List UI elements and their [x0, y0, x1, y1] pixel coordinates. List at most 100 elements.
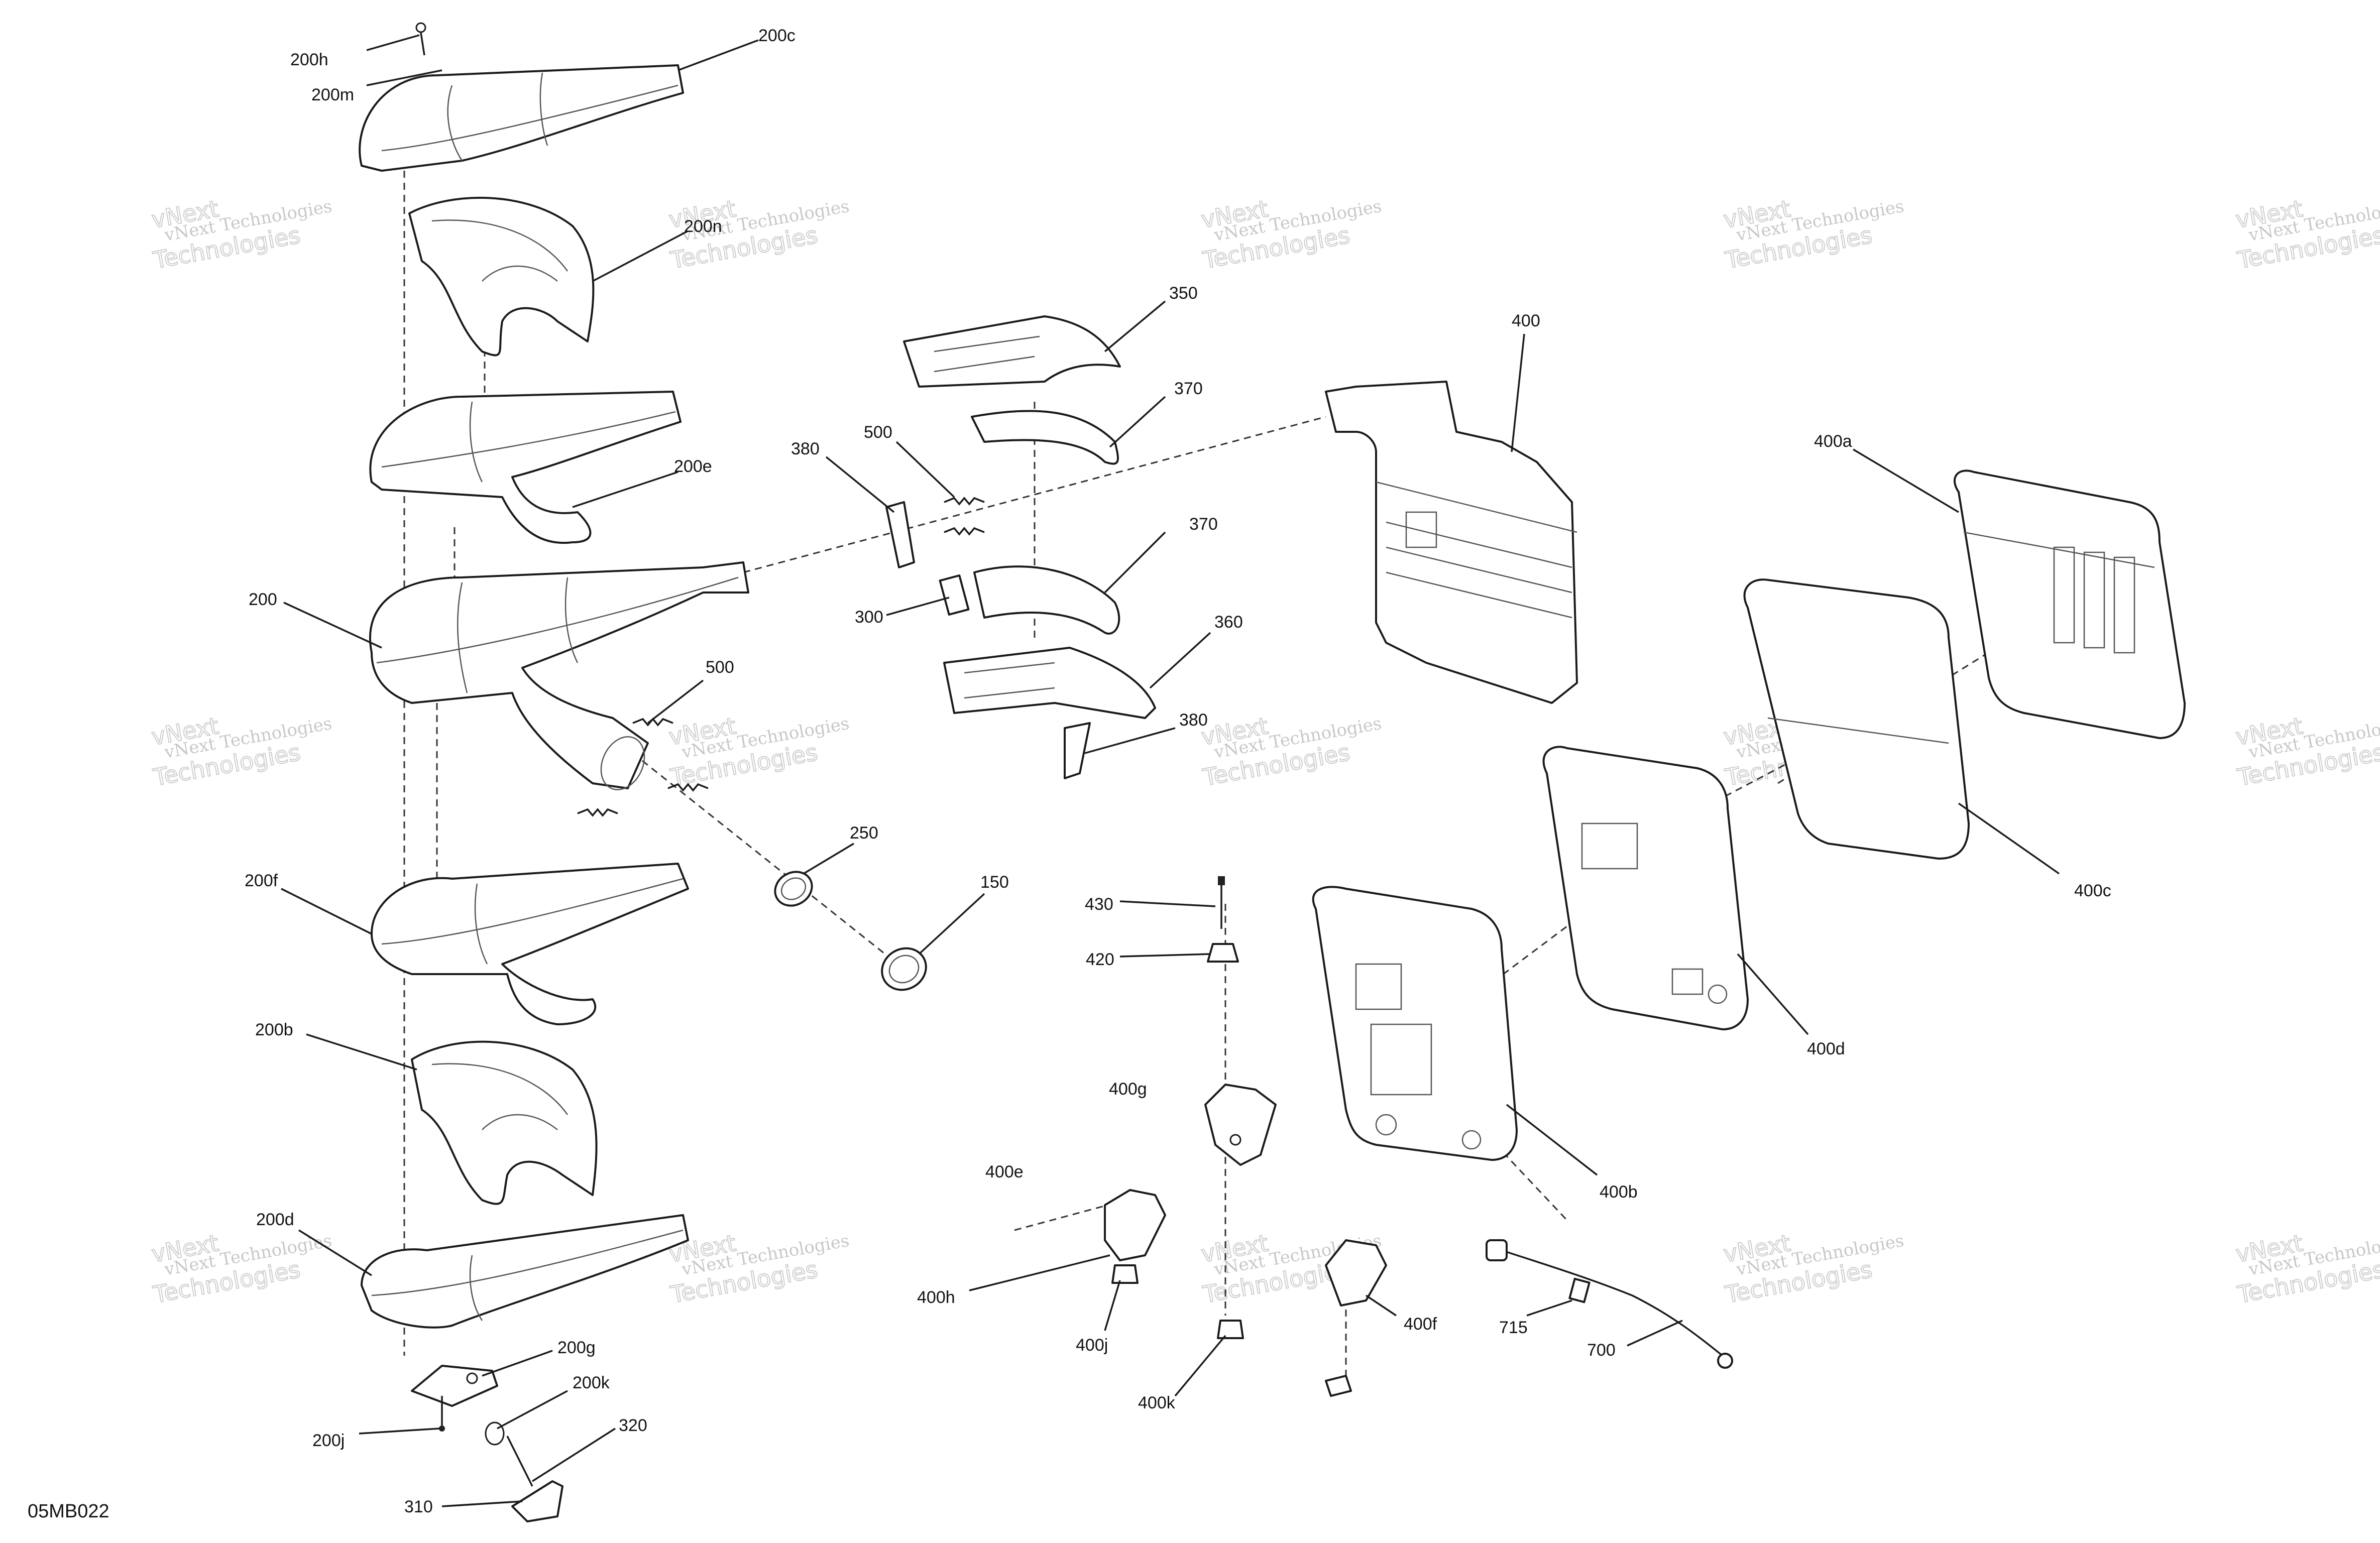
callout-150: 150 — [980, 873, 1009, 892]
leader-line — [306, 1033, 417, 1071]
callout-400j: 400j — [1076, 1336, 1108, 1355]
part-200j-bolt — [439, 1396, 445, 1432]
part-150-gasket — [881, 947, 927, 991]
leader-line — [1084, 727, 1176, 754]
part-400g-bracket — [1204, 1084, 1277, 1166]
watermark: vNext vNext Technologies Technologies — [1721, 1229, 1906, 1309]
part-250-seal — [774, 871, 813, 907]
leader-line — [1526, 1299, 1572, 1317]
callout-715: 715 — [1499, 1318, 1528, 1337]
part-400b-front-shield — [1312, 886, 1518, 1161]
callout-360: 360 — [1214, 613, 1243, 632]
callout-370-upper: 370 — [1174, 379, 1203, 398]
leader-line — [1119, 900, 1216, 907]
watermark: vNext vNext Technologies Technologies — [1721, 194, 1906, 274]
part-200c-upper-shield — [359, 64, 684, 172]
callout-200m: 200m — [311, 85, 354, 104]
leader-line — [825, 456, 895, 513]
leader-line — [1149, 632, 1211, 689]
watermark: vNext vNext Technologies Technologies — [2233, 194, 2380, 274]
part-200b-inner-lower-shield — [411, 1040, 598, 1205]
callout-leaders — [281, 34, 2060, 1507]
callout-400e: 400e — [985, 1162, 1024, 1181]
watermark: vNext vNext Technologies Technologies — [2233, 1229, 2380, 1309]
callout-380-upper: 380 — [791, 439, 820, 458]
leader-line — [895, 441, 955, 498]
part-200g-bracket — [411, 1365, 498, 1407]
watermark: vNext vNext Technologies Technologies — [149, 1229, 334, 1309]
part-360-tailpipe-lower — [943, 647, 1156, 719]
leader-line — [1174, 1335, 1226, 1397]
part-200h-fastener — [415, 22, 426, 56]
assembly-line — [743, 416, 1326, 573]
leader-line — [647, 679, 704, 724]
callout-310: 310 — [404, 1497, 433, 1516]
leader-line — [803, 843, 854, 875]
assembly-line — [632, 752, 904, 970]
leader-line — [677, 39, 759, 71]
leader-line — [1366, 1294, 1397, 1317]
leader-line — [1853, 448, 1959, 513]
callout-320: 320 — [619, 1416, 647, 1435]
leader-line — [572, 471, 678, 508]
figure-id: 05MB022 — [28, 1501, 109, 1522]
callout-400: 400 — [1512, 311, 1540, 330]
leader-line — [482, 1350, 553, 1377]
callout-400h: 400h — [917, 1288, 955, 1307]
part-350-tailpipe-upper — [903, 315, 1121, 388]
watermark: vNext vNext Technologies Technologies — [1199, 194, 1384, 274]
leader-line — [918, 893, 985, 955]
leader-line — [532, 1428, 616, 1482]
callout-500-upper: 500 — [864, 423, 892, 442]
part-200e-lower-shield — [369, 391, 682, 544]
part-320-spring — [506, 1436, 533, 1487]
leader-line — [1511, 333, 1525, 452]
part-420-damper — [1207, 943, 1239, 963]
watermark: vNext vNext Technologies Technologies — [149, 194, 334, 274]
leader-line — [359, 1428, 440, 1435]
part-400c-middle-shield — [1743, 578, 1970, 860]
watermark: vNext vNext Technologies Technologies — [666, 1229, 851, 1309]
part-370-sleeve-lower — [973, 565, 1120, 635]
callout-430: 430 — [1085, 895, 1113, 914]
callout-380-lower: 380 — [1179, 710, 1208, 730]
leader-line — [1737, 953, 1809, 1035]
part-380-clamp-upper — [885, 501, 915, 568]
watermark: vNext vNext Technologies Technologies — [149, 711, 334, 791]
leader-line — [441, 1500, 523, 1507]
callout-400c: 400c — [2074, 881, 2111, 900]
leader-line — [1104, 1280, 1121, 1331]
callout-400f: 400f — [1404, 1315, 1437, 1334]
watermark: vNext vNext Technologies Technologies — [2233, 711, 2380, 791]
callout-400g: 400g — [1109, 1080, 1147, 1099]
leader-line — [1119, 953, 1211, 958]
leader-line — [1627, 1320, 1683, 1347]
part-500-springs-upper — [944, 497, 985, 536]
part-200f-lower-half-shield — [371, 863, 689, 1025]
callout-400a: 400a — [1814, 432, 1852, 451]
part-300-clip — [939, 574, 970, 616]
leader-line — [366, 34, 420, 51]
part-400d-inner-shield — [1542, 746, 1749, 1030]
leader-line — [497, 1390, 568, 1430]
callout-400b: 400b — [1600, 1182, 1638, 1202]
part-400-muffler — [1325, 381, 1578, 704]
callout-200b: 200b — [255, 1020, 293, 1039]
part-400f-bracket — [1325, 1239, 1387, 1397]
leader-line — [592, 230, 689, 282]
callout-500-lower: 500 — [706, 658, 734, 677]
part-200-expansion-chamber — [369, 561, 749, 790]
part-400e-bracket — [1104, 1189, 1166, 1261]
callout-200n: 200n — [684, 217, 722, 236]
callout-370-lower: 370 — [1189, 515, 1218, 534]
callout-400d: 400d — [1807, 1039, 1845, 1058]
callout-200: 200 — [249, 590, 277, 609]
part-700-sensor-cable — [1486, 1239, 1733, 1369]
assembly-line — [1486, 1134, 1568, 1221]
callout-300: 300 — [855, 608, 883, 627]
leader-line — [886, 597, 950, 616]
callout-420: 420 — [1086, 950, 1114, 969]
leader-line — [1104, 531, 1166, 594]
leader-line — [1104, 300, 1166, 352]
part-200n-inner-shield — [408, 196, 595, 357]
